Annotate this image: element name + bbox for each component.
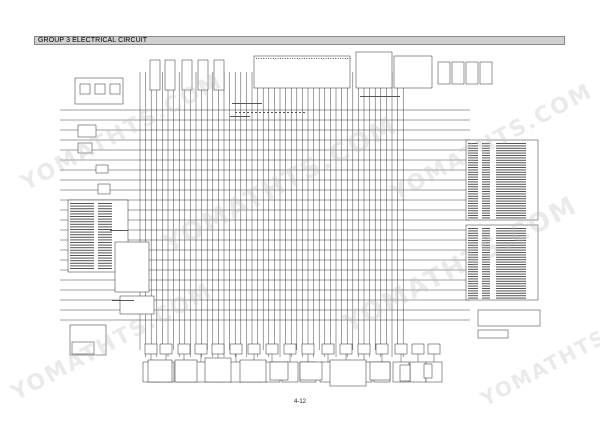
- component-blocks: [67, 51, 541, 387]
- header-bar: GROUP 3 ELECTRICAL CIRCUIT: [34, 36, 565, 45]
- page-title: GROUP 3 ELECTRICAL CIRCUIT: [38, 37, 148, 44]
- tiny-label-marks: [70, 58, 526, 301]
- page-number: 4-12: [293, 399, 306, 405]
